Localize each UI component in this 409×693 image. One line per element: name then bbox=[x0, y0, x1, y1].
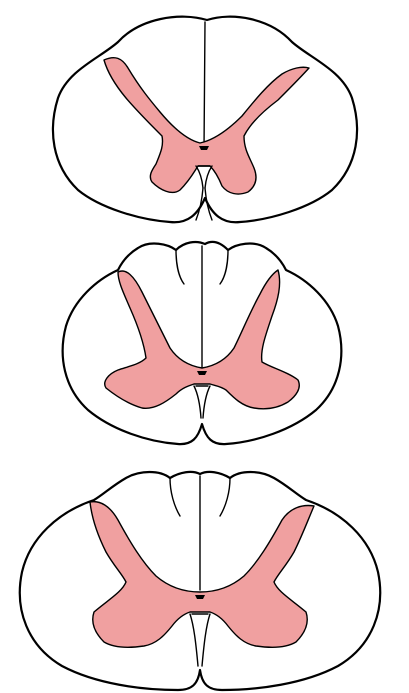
central-canal bbox=[199, 146, 209, 150]
ventral-notch bbox=[193, 385, 211, 419]
central-canal bbox=[195, 595, 205, 599]
spinal-cord-section-1 bbox=[51, 15, 359, 224]
posterior-septum-right bbox=[219, 249, 229, 285]
ventral-notch bbox=[195, 165, 213, 189]
grey-matter bbox=[104, 269, 300, 410]
posterior-septum-left bbox=[169, 477, 181, 517]
posterior-septum-left bbox=[175, 249, 185, 285]
posterior-septum-right bbox=[219, 477, 231, 517]
grey-matter bbox=[103, 56, 310, 195]
ventral-notch bbox=[189, 613, 211, 667]
anterior-median-fissure bbox=[195, 187, 213, 221]
posterior-median-septum bbox=[203, 21, 206, 151]
grey-matter bbox=[89, 500, 315, 648]
white-matter-outline bbox=[51, 15, 359, 224]
spinal-cord-section-3 bbox=[18, 470, 382, 692]
central-canal bbox=[197, 371, 207, 375]
spinal-cord-section-2 bbox=[61, 240, 343, 446]
